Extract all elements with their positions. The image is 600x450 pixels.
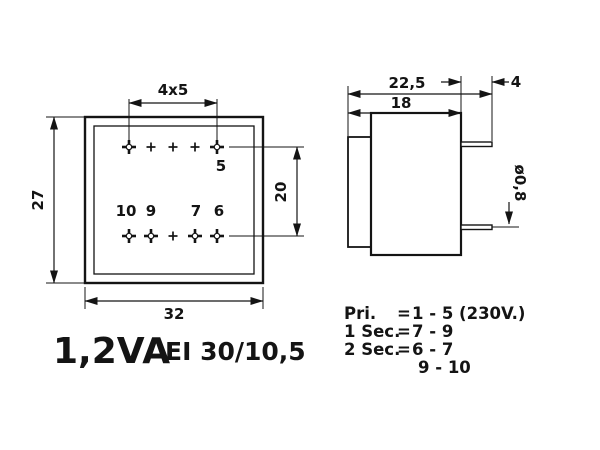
dimension-label-pin-diameter: ø0,8 — [511, 165, 529, 202]
pin-assignment: 7 - 9 — [412, 322, 453, 341]
pinout-row: 1 Sec. = 7 - 9 — [344, 322, 453, 341]
pinout-row: 2 Sec. = 6 - 7 — [344, 340, 453, 359]
case-side-outline — [369, 111, 463, 257]
dimension-pin-length: 4 — [441, 73, 521, 91]
dimension-pin-diameter: ø0,8 — [492, 165, 529, 228]
side-view: 22,5 18 4 ø0,8 — [347, 73, 529, 257]
pinout-row: Pri. = 1 - 5 (230V.) — [344, 304, 525, 323]
dimension-label-depth-body: 18 — [391, 94, 412, 112]
dimension-height: 27 — [29, 116, 84, 284]
winding-name: 1 Sec. — [344, 322, 400, 341]
title-block: 1,2VA EI 30/10,5 — [53, 331, 306, 372]
dimension-label-depth-total: 22,5 — [388, 74, 425, 92]
pin-assignment: 6 - 7 — [412, 340, 453, 359]
equals-sign: = — [397, 304, 411, 323]
pin-5-label: 5 — [216, 157, 226, 175]
power-rating-label: 1,2VA — [53, 331, 170, 372]
pin-7-label: 7 — [191, 202, 201, 220]
pinout-table: Pri. = 1 - 5 (230V.) 1 Sec. = 7 - 9 2 Se… — [344, 304, 525, 377]
dimension-pin-pitch: 4x5 — [128, 81, 218, 140]
front-view: 5 10 9 7 6 4x5 27 — [29, 81, 304, 323]
equals-sign: = — [397, 322, 411, 341]
pin-10-label: 10 — [116, 202, 137, 220]
pinout-row: 9 - 10 — [418, 358, 471, 377]
pin-assignment: 1 - 5 (230V.) — [412, 304, 525, 323]
winding-name: Pri. — [344, 304, 376, 323]
dimension-width: 32 — [84, 287, 264, 323]
bobbin-flange — [347, 136, 372, 248]
dimension-label-height: 27 — [29, 190, 47, 211]
case-inner-edge — [93, 125, 255, 275]
pin-6-label: 6 — [214, 202, 224, 220]
equals-sign: = — [397, 340, 411, 359]
dimension-label-pin-length: 4 — [511, 73, 521, 91]
winding-name: 2 Sec. — [344, 340, 400, 359]
pin-assignment: 9 - 10 — [418, 358, 471, 377]
upper-pin — [460, 141, 493, 148]
dimension-depth-total: 22,5 — [347, 74, 493, 141]
pin-9-label: 9 — [146, 202, 156, 220]
dimension-label-row-spacing: 20 — [272, 182, 290, 203]
dimension-row-spacing: 20 — [229, 146, 304, 237]
core-type-label: EI 30/10,5 — [165, 337, 306, 366]
dimension-label-width: 32 — [164, 305, 185, 323]
dimension-label-pin-pitch: 4x5 — [158, 81, 189, 99]
lower-pin — [460, 224, 493, 231]
